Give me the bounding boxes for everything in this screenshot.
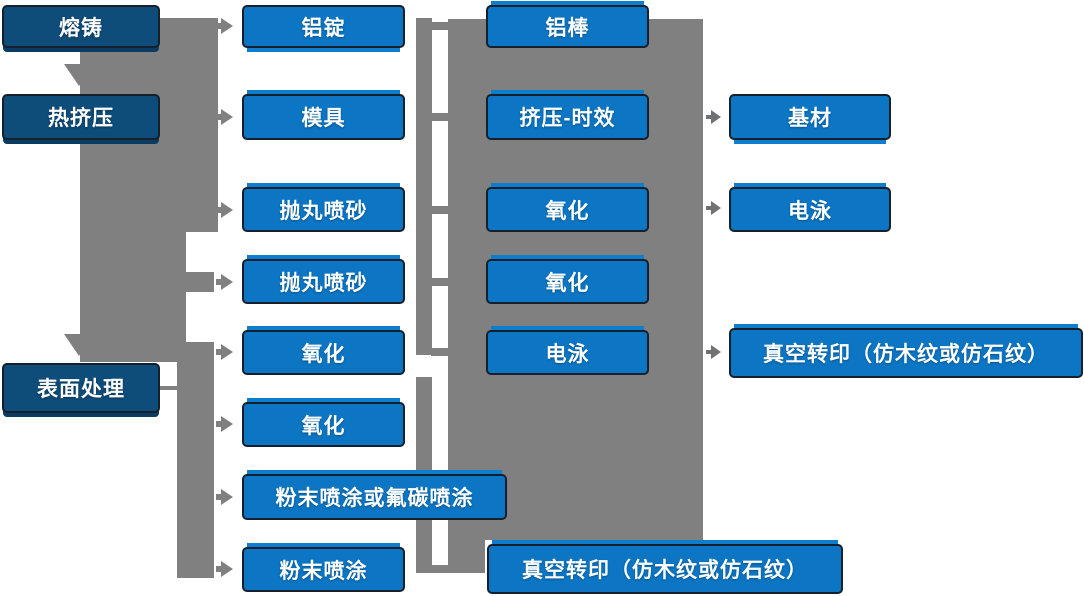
arrow-right-to-powder-icon: [216, 561, 233, 577]
arrow-right-to-shot-blast-1-icon: [216, 202, 233, 218]
node-melting-casting: 熔铸: [2, 5, 160, 48]
connector-trunk-mid: [80, 232, 186, 355]
node-oxidation-4: 氧化: [486, 259, 649, 304]
arrow-right-to-ingot-icon: [216, 18, 233, 34]
node-extrusion-aging: 挤压-时效: [486, 94, 649, 140]
node-hot-extrusion: 热挤压: [2, 94, 160, 140]
node-aluminum-rod: 铝棒: [486, 5, 649, 48]
arrow-right-to-oxidation-1-icon: [216, 344, 233, 360]
node-substrate: 基材: [729, 94, 891, 140]
node-powder-coating: 粉末喷涂: [242, 547, 405, 592]
connector-bus-upper: [416, 18, 432, 355]
node-oxidation-1: 氧化: [242, 330, 405, 375]
connector-link-row3: [431, 206, 449, 214]
connector-link-row8: [431, 565, 449, 573]
node-shot-blasting-2: 抛丸喷砂: [242, 259, 405, 304]
node-shot-blasting-1: 抛丸喷砂: [242, 187, 405, 232]
connector-link-row4: [431, 278, 449, 286]
node-vacuum-transfer-bottom: 真空转印（仿木纹或仿石纹）: [487, 544, 843, 594]
connector-link-row2: [431, 113, 449, 121]
arrow-right-to-vacuum-transfer-icon: [706, 345, 721, 359]
arrow-right-to-electrophoresis-icon: [706, 201, 721, 215]
connector-surface-treatment-link: [160, 386, 177, 390]
connector-center-band-foot: [448, 540, 485, 573]
node-mold: 模具: [242, 94, 405, 140]
node-oxidation-2: 氧化: [242, 402, 405, 447]
node-vacuum-transfer-right: 真空转印（仿木纹或仿石纹）: [729, 328, 1083, 378]
node-electrophoresis-2: 电泳: [729, 187, 891, 232]
node-oxidation-3: 氧化: [486, 187, 649, 232]
node-powder-or-fluorocarbon-coating: 粉末喷涂或氟碳喷涂: [242, 474, 507, 520]
arrow-down-to-hot-extrusion-icon: [64, 64, 94, 86]
node-aluminum-ingot: 铝锭: [242, 5, 405, 48]
connector-trunk-lower: [177, 342, 214, 578]
arrow-right-to-powder-fluorocarbon-icon: [216, 489, 233, 505]
arrow-right-to-substrate-icon: [706, 110, 721, 124]
connector-stub-row4: [80, 272, 214, 292]
connector-link-row1: [431, 22, 449, 30]
arrow-right-to-mold-icon: [216, 109, 233, 125]
node-electrophoresis-1: 电泳: [486, 330, 649, 375]
arrow-right-to-oxidation-2-icon: [216, 416, 233, 432]
connector-link-row5: [431, 348, 449, 356]
node-surface-treatment: 表面处理: [2, 363, 160, 413]
arrow-right-to-shot-blast-2-icon: [216, 274, 233, 290]
arrow-down-to-surface-treatment-icon: [64, 334, 94, 356]
